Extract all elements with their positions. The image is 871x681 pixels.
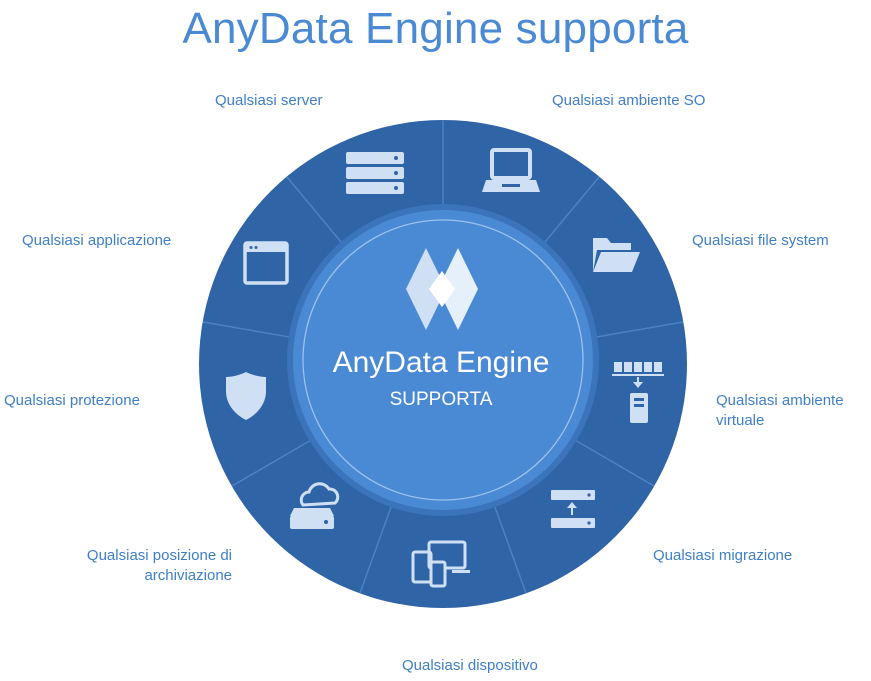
label-server: Qualsiasi server <box>215 92 323 109</box>
virtual-environment-icon <box>612 362 664 423</box>
segment-dividers <box>202 120 684 594</box>
inner-disk <box>293 210 593 510</box>
server-icon <box>346 152 404 194</box>
shield-icon <box>226 372 266 420</box>
label-virtual-environment: Qualsiasi ambiente virtuale <box>716 392 844 429</box>
laptop-icon <box>482 148 540 192</box>
devices-icon <box>411 540 470 588</box>
page-title: AnyData Engine supporta <box>182 4 689 53</box>
migration-icon <box>551 490 595 528</box>
label-protection: Qualsiasi protezione <box>4 392 140 409</box>
center-title: AnyData Engine <box>333 346 550 379</box>
label-storage-location: Qualsiasi posizione di archiviazione <box>86 547 232 584</box>
folder-icon <box>593 238 640 272</box>
app-window-icon <box>243 241 289 285</box>
center-subtitle: SUPPORTA <box>390 389 493 410</box>
label-migration: Qualsiasi migrazione <box>653 547 793 564</box>
label-os-environment: Qualsiasi ambiente SO <box>552 92 706 109</box>
diamond-logo-icon <box>406 248 478 330</box>
inner-disk-border <box>302 219 584 501</box>
label-application: Qualsiasi applicazione <box>22 232 172 249</box>
label-file-system: Qualsiasi file system <box>692 232 829 249</box>
label-device: Qualsiasi dispositivo <box>402 657 538 674</box>
cloud-storage-icon <box>290 482 340 529</box>
